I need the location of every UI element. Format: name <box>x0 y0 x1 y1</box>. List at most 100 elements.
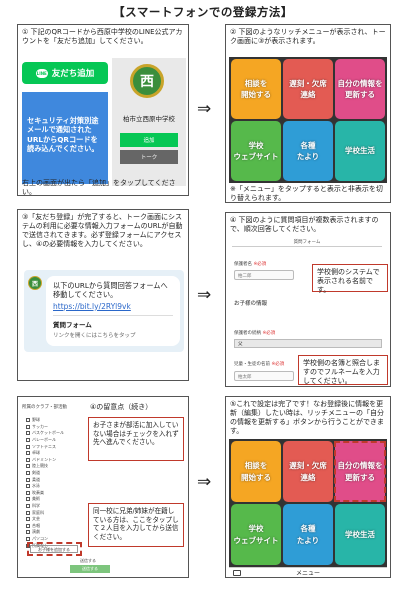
step6-panel: ⑤これで設定は完了です！なお登録後に情報を更新（編集）したい時は、リッチメニュー… <box>225 396 391 578</box>
menu-absence-button[interactable]: 遅刻・欠席連絡 <box>283 441 333 502</box>
checkbox-icon[interactable] <box>26 504 30 509</box>
talk-button[interactable]: トーク <box>120 150 178 164</box>
step6-text: ⑤これで設定は完了です！なお登録後に情報を更新（編集）したい時は、リッチメニュー… <box>230 400 384 435</box>
club-checkbox-row[interactable]: 水泳 <box>26 483 86 490</box>
guardian-label: 保護者名 ※必須 <box>234 262 267 267</box>
checkbox-icon[interactable] <box>26 431 30 436</box>
club-checkbox-list: 野球サッカーバスケットボールバレーボールソフトテニス卓球バドミントン陸上競技剣道… <box>26 417 86 549</box>
send-button[interactable]: 送信する <box>70 565 110 573</box>
club-checkbox-row[interactable]: 家庭科 <box>26 509 86 516</box>
checkbox-icon[interactable] <box>26 477 30 482</box>
club-label: 合唱 <box>32 522 40 528</box>
club-checkbox-row[interactable]: 文芸 <box>26 516 86 523</box>
step2-text: ② 下図のようなリッチメニューが表示され、トーク画面に③が表示されます。 <box>230 28 386 45</box>
step1-footer: 右上の画面が出たら「追加」をタップしてください。 <box>22 179 176 196</box>
club-label: 文芸 <box>32 516 40 522</box>
club-checkbox-row[interactable]: サッカー <box>26 424 86 431</box>
checkbox-icon[interactable] <box>26 536 30 541</box>
menu-consult-button[interactable]: 相談を開始する <box>231 441 281 502</box>
menu-toggle-label: メニュー <box>295 570 320 577</box>
menu-update-info-button[interactable]: 自分の情報を更新する <box>335 441 385 502</box>
step1-panel: ① 下記のQRコードから西原中学校のLINE公式アカウントを「友だち追加」してく… <box>17 24 189 196</box>
step5-panel: 所属のクラブ・部活動 ④の留意点（続き） 野球サッカーバスケットボールバレーボー… <box>17 396 189 578</box>
guardian-note: 学校側のシステムで表示される名前です。 <box>312 264 388 294</box>
arrow-icon: ⇒ <box>197 472 212 492</box>
menu-update-info-button[interactable]: 自分の情報を更新する <box>335 59 385 119</box>
form-link[interactable]: https://bit.ly/2RYl9vk <box>53 301 131 311</box>
menu-website-button[interactable]: 学校ウェブサイト <box>231 504 281 565</box>
step3-text: ③「友だち登録」が完了すると、トーク画面にシステムの利用に必要な情報入力フォーム… <box>22 213 183 248</box>
school-profile: 西 柏市立西原中学校 追加 トーク <box>112 58 186 186</box>
club-label: ソフトテニス <box>32 443 56 449</box>
checkbox-icon[interactable] <box>26 530 30 535</box>
club-checkbox-row[interactable]: 陸上競技 <box>26 463 86 470</box>
message-text: 以下のURLから質問回答フォームへ移動してください。 <box>53 281 168 300</box>
checkbox-icon[interactable] <box>26 457 30 462</box>
club-checkbox-row[interactable]: 演劇 <box>26 529 86 536</box>
form-subtitle[interactable]: リンクを開くにはこちらをタップ <box>53 332 136 339</box>
relation-label: 保護者の続柄 ※必須 <box>234 331 276 336</box>
menu-absence-button[interactable]: 遅刻・欠席連絡 <box>283 59 333 119</box>
checkbox-icon[interactable] <box>26 418 30 423</box>
add-friend-button[interactable]: LINE 友だち追加 <box>22 62 108 84</box>
club-checkbox-row[interactable]: バレーボール <box>26 437 86 444</box>
checkbox-icon[interactable] <box>26 484 30 489</box>
guardian-name-input[interactable]: 柏二郎 <box>234 270 294 280</box>
child-name-input[interactable]: 柏太郎 <box>234 371 294 381</box>
checkbox-icon[interactable] <box>26 464 30 469</box>
club-checkbox-row[interactable]: 美術 <box>26 496 86 503</box>
club-checkbox-row[interactable]: バスケットボール <box>26 430 86 437</box>
club-checkbox-row[interactable]: 剣道 <box>26 470 86 477</box>
rich-menu: 相談を開始する 遅刻・欠席連絡 自分の情報を更新する 学校ウェブサイト 各種たよ… <box>229 57 387 183</box>
menu-newsletter-button[interactable]: 各種たより <box>283 504 333 565</box>
club-checkbox-row[interactable]: パソコン <box>26 536 86 543</box>
checkbox-icon[interactable] <box>26 444 30 449</box>
club-checkbox-row[interactable]: 吹奏楽 <box>26 490 86 497</box>
add-button[interactable]: 追加 <box>120 133 178 147</box>
menu-toggle-bar[interactable]: メニュー <box>229 567 387 577</box>
club-label: バドミントン <box>32 456 57 462</box>
club-checkbox-row[interactable]: 科学 <box>26 503 86 510</box>
school-emblem-icon: 西 <box>130 64 164 98</box>
club-checkbox-row[interactable]: 野球 <box>26 417 86 424</box>
checkbox-icon[interactable] <box>26 451 30 456</box>
club-label: バスケットボール <box>32 430 64 436</box>
checkbox-icon[interactable] <box>26 510 30 515</box>
checkbox-icon[interactable] <box>26 490 30 495</box>
club-checkbox-row[interactable]: 卓球 <box>26 450 86 457</box>
step1-text: ① 下記のQRコードから西原中学校のLINE公式アカウントを「友だち追加」してく… <box>22 28 183 45</box>
menu-school-life-button[interactable]: 学校生活 <box>335 504 385 565</box>
menu-website-button[interactable]: 学校ウェブサイト <box>231 121 281 181</box>
school-avatar-icon: 西 <box>28 276 42 290</box>
step4-panel: ④ 下図のように質問項目が複数表示されますので、順次回答してください。 質問フォ… <box>225 212 391 387</box>
step2-panel: ② 下図のようなリッチメニューが表示され、トーク画面に③が表示されます。 相談を… <box>225 24 391 203</box>
checkbox-icon[interactable] <box>26 438 30 443</box>
checkbox-icon[interactable] <box>26 497 30 502</box>
sibling-note: 同一校に兄弟/姉妹が在籍している方は、ここをタップして２人目を入力してから送信く… <box>88 503 184 547</box>
add-friend-label: 友だち追加 <box>51 69 95 79</box>
checkbox-icon[interactable] <box>26 517 30 522</box>
form-title[interactable]: 質問フォーム <box>53 320 92 329</box>
club-label: 科学 <box>32 503 40 509</box>
checkbox-icon[interactable] <box>26 471 30 476</box>
club-checkbox-row[interactable]: 合唱 <box>26 523 86 530</box>
divider <box>53 314 173 316</box>
club-checkbox-row[interactable]: バドミントン <box>26 457 86 464</box>
club-list-header: 所属のクラブ・部活動 <box>22 405 67 410</box>
menu-newsletter-button[interactable]: 各種たより <box>283 121 333 181</box>
chat-message: 西 以下のURLから質問回答フォームへ移動してください。 https://bit… <box>24 270 184 352</box>
child-section-title: お子様の情報 <box>234 301 268 307</box>
keyboard-icon <box>233 570 241 576</box>
checkbox-icon[interactable] <box>26 523 30 528</box>
club-checkbox-row[interactable]: ソフトテニス <box>26 443 86 450</box>
highlight-frame <box>334 441 386 502</box>
club-label: 演劇 <box>32 529 40 535</box>
checkbox-icon[interactable] <box>26 424 30 429</box>
add-child-button[interactable]: お子様を追加する <box>30 545 78 553</box>
relation-select[interactable]: 父 <box>234 339 382 348</box>
club-label: 美術 <box>32 496 40 502</box>
menu-consult-button[interactable]: 相談を開始する <box>231 59 281 119</box>
menu-school-life-button[interactable]: 学校生活 <box>335 121 385 181</box>
club-checkbox-row[interactable]: 柔道 <box>26 476 86 483</box>
club-label: 水泳 <box>32 483 40 489</box>
